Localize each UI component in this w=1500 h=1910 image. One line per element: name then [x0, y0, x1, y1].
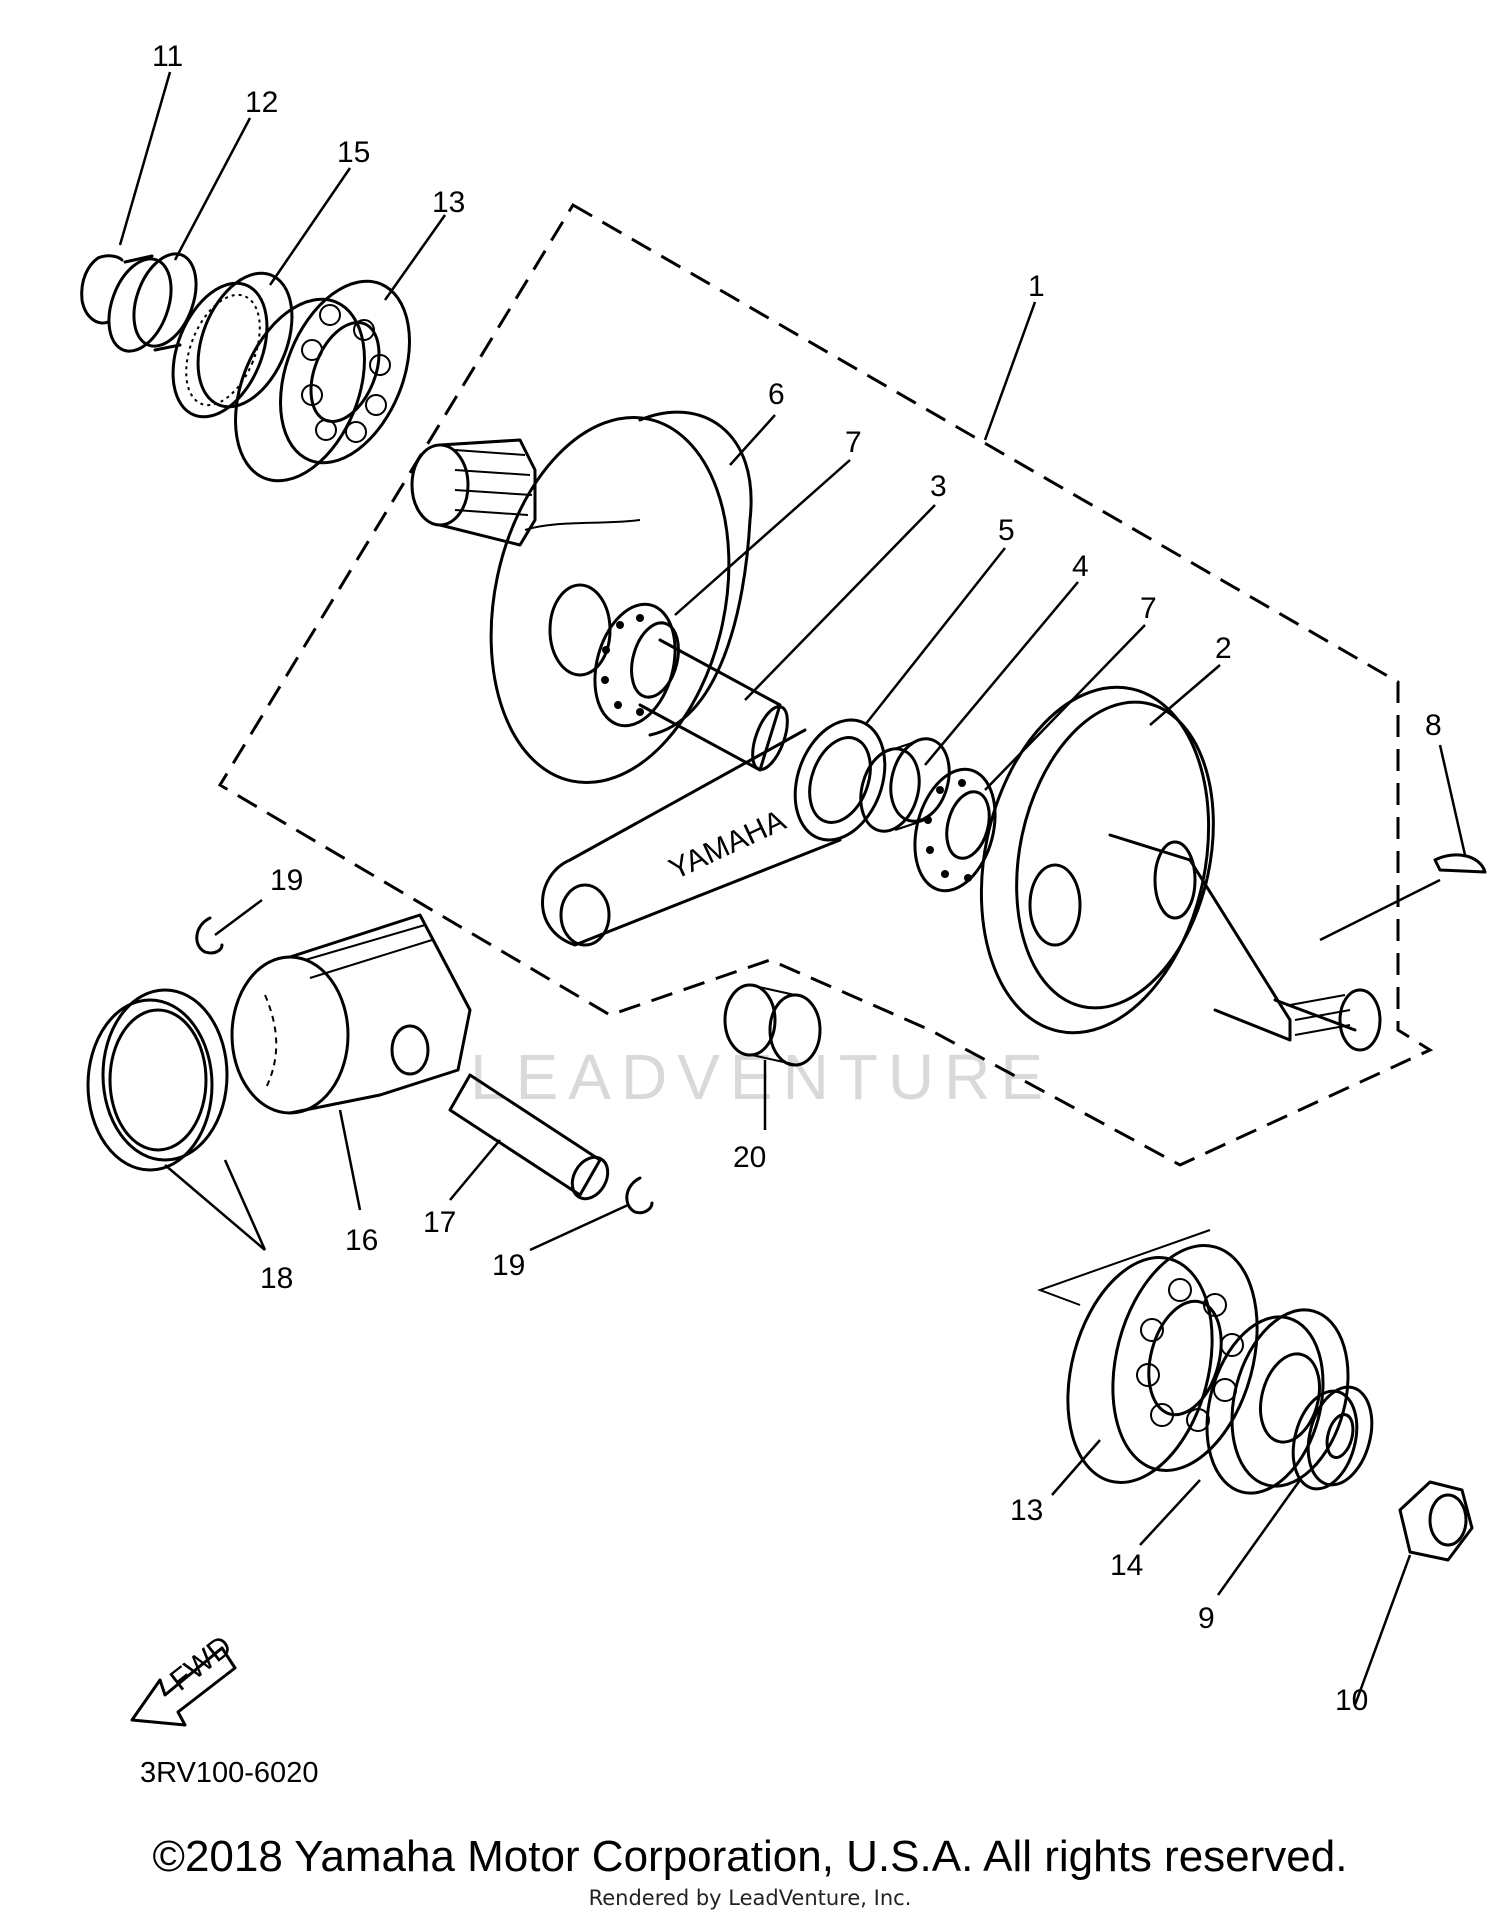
washer-9: [1291, 1385, 1374, 1491]
piston-pin-17: [448, 1073, 610, 1201]
callout-16: 16: [345, 1224, 378, 1257]
callout-10: 10: [1335, 1684, 1368, 1717]
diagram-reference-code: 3RV100-6020: [140, 1757, 319, 1789]
callout-5: 5: [998, 514, 1015, 547]
callout-14: 14: [1110, 1549, 1143, 1582]
leader-1: [983, 301, 1037, 441]
piston-rings-18: [86, 988, 229, 1172]
ball-bearing-13-left: [234, 279, 411, 483]
leader-3: [744, 504, 936, 701]
callout-20: 20: [733, 1141, 766, 1174]
fwd-arrow-icon: FWD: [130, 1629, 238, 1727]
leader-15: [268, 167, 352, 286]
circlip-11: [80, 254, 124, 325]
leader-10: [1353, 1554, 1412, 1706]
circlip-19-upper: [195, 916, 224, 955]
collar-12: [107, 252, 198, 353]
circlip-19-lower: [625, 1176, 654, 1215]
callout-1: 1: [1028, 270, 1045, 303]
leader-4: [924, 581, 1079, 766]
callout-2: 2: [1215, 632, 1232, 665]
leader-13b: [1051, 1439, 1101, 1496]
leader-8: [1438, 744, 1467, 856]
thrust-washer-7-right: [913, 767, 997, 893]
leader-7b: [984, 624, 1146, 791]
leader-8b: [1319, 878, 1441, 942]
woodruff-key-8: [1433, 853, 1487, 874]
leader-7a: [674, 459, 851, 616]
callout-12: 12: [245, 86, 278, 119]
callout-6: 6: [768, 378, 785, 411]
leader-18b: [223, 1159, 267, 1251]
leader-18a: [164, 1164, 266, 1251]
ball-bearing-13-right: [1066, 1244, 1259, 1484]
leader-19b: [529, 1203, 629, 1252]
connecting-rod-5: YAMAHA: [541, 718, 887, 947]
callout-3: 3: [930, 470, 947, 503]
fwd-label: FWD: [164, 1629, 238, 1697]
callout-13: 13: [432, 186, 465, 219]
crank-half-2: [979, 685, 1382, 1052]
rod-marking-text: YAMAHA: [664, 804, 791, 887]
leader-6: [729, 414, 776, 466]
piston-16: [230, 913, 472, 1115]
callout-19: 19: [270, 864, 303, 897]
callout-7: 7: [845, 426, 862, 459]
thrust-washer-7-left: [593, 602, 680, 728]
leader-2: [1149, 664, 1221, 726]
crank-pin-3: [638, 638, 789, 772]
leader-13a: [383, 214, 447, 301]
leader-17: [449, 1139, 501, 1201]
leader-19a: [214, 898, 263, 937]
callout-7: 7: [1140, 592, 1157, 625]
callout-19: 19: [492, 1249, 525, 1282]
callout-13: 13: [1010, 1494, 1043, 1527]
needle-bearing-15: [171, 271, 294, 419]
callout-9: 9: [1198, 1602, 1215, 1635]
rendered-by-credit: Rendered by LeadVenture, Inc.: [588, 1886, 912, 1910]
copyright-notice: ©2018 Yamaha Motor Corporation, U.S.A. A…: [152, 1832, 1348, 1881]
nut-10: [1398, 1480, 1474, 1562]
callout-18: 18: [260, 1262, 293, 1295]
callout-4: 4: [1072, 550, 1089, 583]
crank-half-6: [410, 410, 753, 785]
needle-bearing-20: [723, 983, 822, 1067]
needle-bearing-4: [859, 737, 951, 833]
oil-seal-14: [1205, 1308, 1350, 1495]
callout-8: 8: [1425, 709, 1442, 742]
bearing-group-bracket: [1037, 1229, 1211, 1306]
callout-11: 11: [152, 40, 183, 73]
leader-14: [1139, 1479, 1201, 1546]
callout-15: 15: [337, 136, 370, 169]
leader-12: [173, 117, 252, 261]
leader-5: [864, 547, 1006, 726]
leader-11: [118, 71, 172, 246]
leader-9: [1216, 1479, 1302, 1596]
callout-17: 17: [423, 1206, 456, 1239]
leader-16: [338, 1109, 362, 1211]
assembly-boundary-dashed: [217, 202, 1434, 1167]
